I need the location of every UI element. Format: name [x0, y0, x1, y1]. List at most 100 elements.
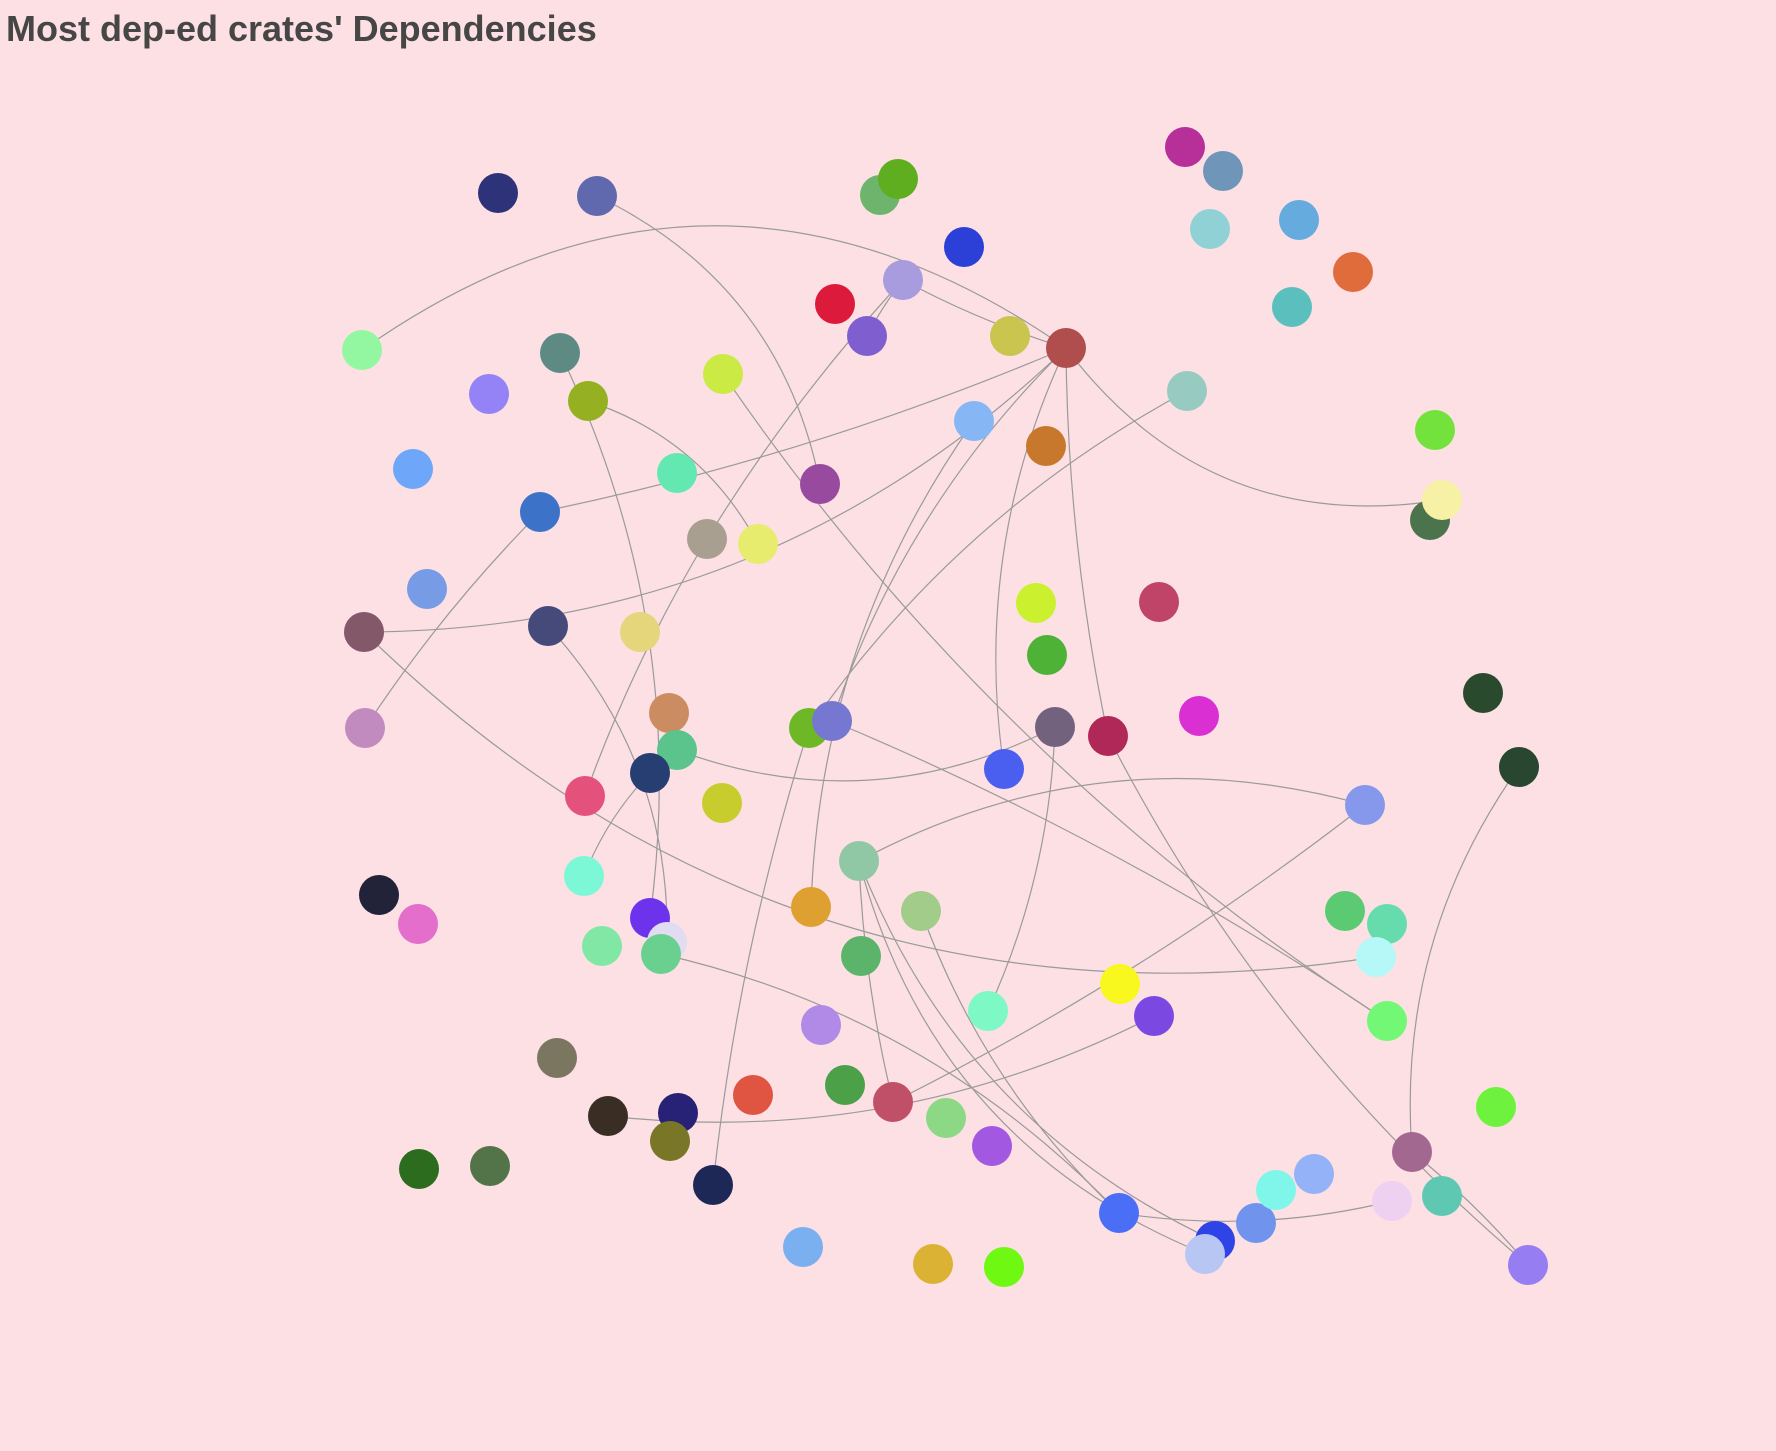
crate-node[interactable] [588, 1096, 628, 1136]
crate-node[interactable] [657, 453, 697, 493]
crate-node[interactable] [901, 891, 941, 931]
crate-node[interactable] [783, 1227, 823, 1267]
crate-node[interactable] [1392, 1132, 1432, 1172]
crate-node[interactable] [954, 401, 994, 441]
dependency-edge [364, 511, 541, 729]
crate-node[interactable] [968, 991, 1008, 1031]
crate-node[interactable] [1325, 891, 1365, 931]
crate-node[interactable] [812, 701, 852, 741]
crate-node[interactable] [528, 606, 568, 646]
crate-node[interactable] [1345, 785, 1385, 825]
crate-node[interactable] [1203, 151, 1243, 191]
crate-node[interactable] [1190, 209, 1230, 249]
crate-node[interactable] [1236, 1203, 1276, 1243]
dependency-edge [587, 400, 759, 545]
crate-node[interactable] [1035, 707, 1075, 747]
crate-node[interactable] [984, 749, 1024, 789]
crate-node[interactable] [1099, 1193, 1139, 1233]
crate-node[interactable] [1415, 410, 1455, 450]
crate-node[interactable] [1179, 696, 1219, 736]
crate-node[interactable] [984, 1247, 1024, 1287]
crate-node[interactable] [990, 316, 1030, 356]
crate-node[interactable] [344, 612, 384, 652]
crate-node[interactable] [1499, 747, 1539, 787]
crate-node[interactable] [944, 227, 984, 267]
crate-node[interactable] [630, 753, 670, 793]
crate-node[interactable] [883, 260, 923, 300]
crate-node[interactable] [540, 333, 580, 373]
crate-node[interactable] [847, 316, 887, 356]
crate-node[interactable] [926, 1098, 966, 1138]
crate-node[interactable] [582, 926, 622, 966]
dependency-edge [1409, 766, 1520, 1153]
crate-node[interactable] [841, 936, 881, 976]
crate-node[interactable] [620, 612, 660, 652]
crate-node[interactable] [1294, 1154, 1334, 1194]
dependency-edge [810, 420, 975, 908]
crate-node[interactable] [693, 1165, 733, 1205]
crate-node[interactable] [537, 1038, 577, 1078]
crate-node[interactable] [702, 783, 742, 823]
crate-node[interactable] [1139, 582, 1179, 622]
crate-node[interactable] [1508, 1245, 1548, 1285]
dependency-edge [1065, 347, 1443, 507]
crate-node[interactable] [1027, 635, 1067, 675]
crate-node[interactable] [469, 374, 509, 414]
crate-node[interactable] [478, 173, 518, 213]
crate-node[interactable] [1356, 937, 1396, 977]
crate-node[interactable] [1026, 426, 1066, 466]
crate-node[interactable] [1422, 1176, 1462, 1216]
crate-node[interactable] [1088, 716, 1128, 756]
crate-node[interactable] [1185, 1234, 1225, 1274]
crate-node[interactable] [1167, 371, 1207, 411]
crate-node[interactable] [641, 934, 681, 974]
crate-node[interactable] [1476, 1087, 1516, 1127]
crate-node[interactable] [1367, 904, 1407, 944]
crate-node[interactable] [1016, 583, 1056, 623]
crate-node[interactable] [1134, 996, 1174, 1036]
crate-node[interactable] [738, 524, 778, 564]
dependency-edge [831, 347, 1067, 722]
crate-node[interactable] [733, 1075, 773, 1115]
crate-node[interactable] [407, 569, 447, 609]
crate-node[interactable] [972, 1126, 1012, 1166]
crate-node[interactable] [565, 776, 605, 816]
crate-node[interactable] [342, 330, 382, 370]
crate-node[interactable] [878, 159, 918, 199]
crate-node[interactable] [801, 1005, 841, 1045]
crate-node[interactable] [359, 875, 399, 915]
crate-node[interactable] [470, 1146, 510, 1186]
crate-node[interactable] [815, 284, 855, 324]
crate-node[interactable] [1279, 200, 1319, 240]
crate-node[interactable] [568, 381, 608, 421]
crate-node[interactable] [703, 354, 743, 394]
crate-node[interactable] [1367, 1001, 1407, 1041]
crate-node[interactable] [825, 1065, 865, 1105]
crate-node[interactable] [399, 1149, 439, 1189]
crate-node[interactable] [791, 887, 831, 927]
dependency-edge [660, 953, 1120, 1214]
crate-node[interactable] [398, 904, 438, 944]
crate-node[interactable] [520, 492, 560, 532]
crate-node[interactable] [1165, 127, 1205, 167]
crate-node[interactable] [393, 449, 433, 489]
crate-node[interactable] [913, 1244, 953, 1284]
crate-node[interactable] [1100, 964, 1140, 1004]
crate-node[interactable] [687, 519, 727, 559]
crate-node[interactable] [873, 1082, 913, 1122]
crate-node[interactable] [800, 464, 840, 504]
crate-node[interactable] [650, 1121, 690, 1161]
crate-node[interactable] [839, 841, 879, 881]
crate-node[interactable] [345, 708, 385, 748]
crate-node[interactable] [564, 856, 604, 896]
crate-node[interactable] [1463, 673, 1503, 713]
crate-node[interactable] [577, 176, 617, 216]
crate-node[interactable] [1256, 1170, 1296, 1210]
crate-node[interactable] [1333, 252, 1373, 292]
crate-node[interactable] [1372, 1181, 1412, 1221]
crate-node[interactable] [649, 693, 689, 733]
crate-node[interactable] [1046, 328, 1086, 368]
crate-node[interactable] [1422, 480, 1462, 520]
crate-node[interactable] [1272, 287, 1312, 327]
crate-node[interactable] [657, 730, 697, 770]
